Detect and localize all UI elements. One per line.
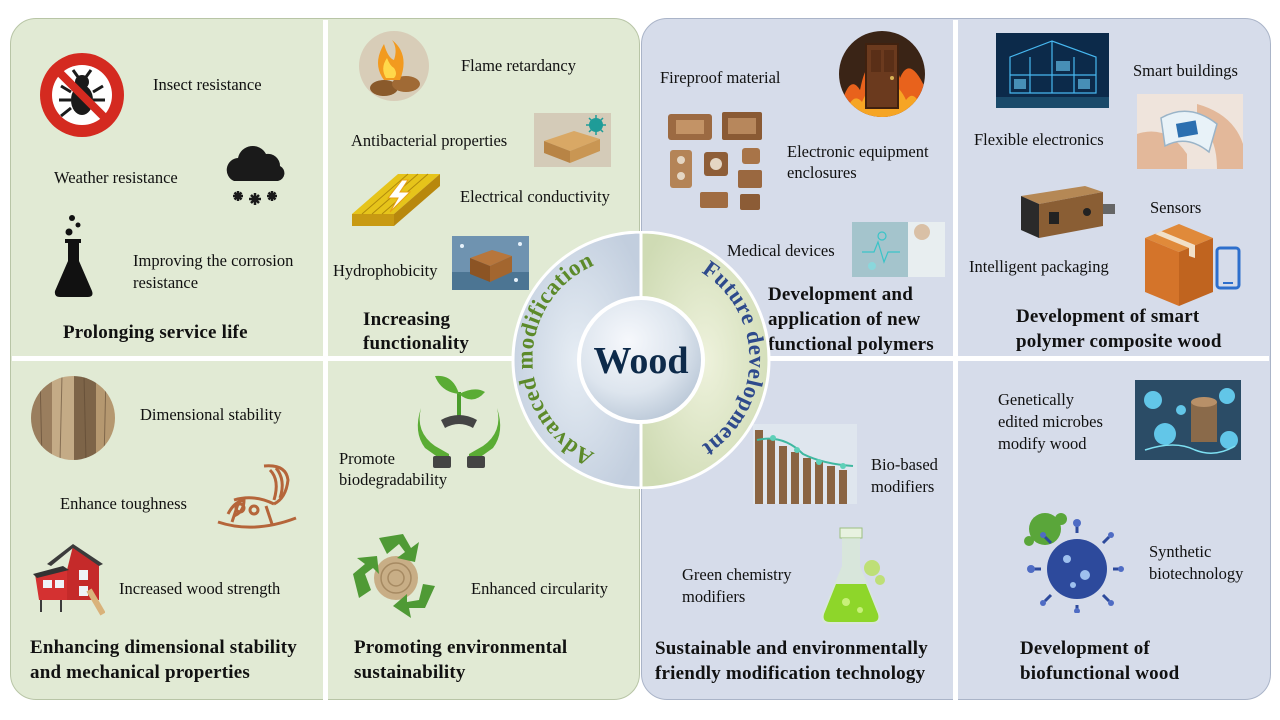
- synthetic-biotechnology-label-line1: Synthetic: [1149, 542, 1212, 561]
- virus-icon: [1015, 505, 1125, 613]
- smart-buildings-label: Smart buildings: [1133, 61, 1238, 80]
- electrical-conductivity-icon: [350, 170, 442, 230]
- functional-polymers-heading-line2: application of new: [768, 309, 921, 330]
- seedling-hands-icon: [413, 372, 505, 472]
- wood-sensor-image: [1015, 180, 1115, 240]
- bio-based-modifiers-image: [753, 424, 857, 504]
- genetically-edited-label-line3: modify wood: [998, 434, 1087, 453]
- fireproof-door-image: [838, 30, 926, 118]
- functional-polymers-heading-line3: functional polymers: [768, 334, 934, 355]
- flask-icon: [52, 213, 96, 299]
- left-horizontal-divider: [12, 356, 638, 361]
- insect-resistance-icon: [37, 50, 127, 140]
- right-horizontal-divider: [643, 356, 1269, 361]
- genetically-edited-label-line1: Genetically: [998, 390, 1075, 409]
- microbes-wood-image: [1135, 380, 1241, 460]
- wood-planks-image: [30, 375, 116, 461]
- medical-devices-image: [852, 222, 945, 277]
- red-house-icon: [33, 540, 105, 618]
- corrosion-resistance-label-line1: Improving the corrosion: [133, 251, 294, 270]
- promote-label: Promote: [339, 449, 395, 468]
- sustainable-technology-heading-line1: Sustainable and environmentally: [655, 638, 928, 659]
- package-box-icon: [1143, 222, 1243, 308]
- antibacterial-label: Antibacterial properties: [351, 131, 508, 150]
- green-chemistry-label-line2: modifiers: [682, 587, 746, 606]
- dimensional-stability-heading-line1: Enhancing dimensional stability: [30, 637, 297, 658]
- electrical-conductivity-label: Electrical conductivity: [460, 187, 610, 206]
- sensors-label: Sensors: [1150, 198, 1202, 217]
- smart-composite-heading-line2: polymer composite wood: [1016, 331, 1222, 352]
- electronic-equipment-label-line1: Electronic equipment: [787, 142, 929, 161]
- prolonging-service-life-heading: Prolonging service life: [63, 322, 248, 343]
- wood-title: Wood: [593, 340, 688, 382]
- weather-resistance-label: Weather resistance: [54, 168, 178, 187]
- dimensional-stability-heading-line2: and mechanical properties: [30, 662, 250, 683]
- increasing-functionality-heading-line2: functionality: [363, 333, 470, 354]
- flexible-electronics-label: Flexible electronics: [974, 130, 1104, 149]
- electronic-equipment-label-line2: enclosures: [787, 163, 857, 182]
- sustainable-technology-heading-line2: friendly modification technology: [655, 663, 926, 684]
- enhanced-circularity-label: Enhanced circularity: [471, 579, 608, 598]
- smart-composite-heading-line1: Development of smart: [1016, 306, 1200, 327]
- green-chemistry-label-line1: Green chemistry: [682, 565, 792, 584]
- rocking-chair-icon: [214, 460, 300, 532]
- hydrophobicity-label: Hydrophobicity: [333, 261, 438, 280]
- antibacterial-wood-image: [534, 113, 611, 167]
- dimensional-stability-label: Dimensional stability: [140, 405, 282, 424]
- wooden-enclosures-image: [664, 108, 776, 214]
- biodegradability-label: biodegradability: [339, 470, 448, 489]
- bio-based-label-line1: Bio-based: [871, 455, 938, 474]
- flame-wood-icon: [358, 30, 430, 102]
- increasing-functionality-heading-line1: Increasing: [363, 309, 451, 330]
- biofunctional-wood-heading-line2: biofunctional wood: [1020, 663, 1180, 684]
- green-flask-icon: [816, 524, 886, 630]
- flexible-electronics-image: [1137, 94, 1243, 169]
- environmental-sustainability-heading-line1: Promoting environmental: [354, 637, 568, 658]
- medical-devices-label: Medical devices: [727, 241, 835, 260]
- intelligent-packaging-label: Intelligent packaging: [969, 257, 1109, 276]
- functional-polymers-heading-line1: Development and: [768, 284, 913, 305]
- recycle-icon: [349, 528, 443, 620]
- genetically-edited-label-line2: edited microbes: [998, 412, 1103, 431]
- synthetic-biotechnology-label-line2: biotechnology: [1149, 564, 1244, 583]
- wood-center-emblem: Advanced modification Future development…: [510, 231, 772, 489]
- snow-cloud-icon: [220, 145, 290, 209]
- environmental-sustainability-heading-line2: sustainability: [354, 662, 466, 683]
- flame-retardancy-label: Flame retardancy: [461, 56, 576, 75]
- insect-resistance-label: Insect resistance: [153, 75, 262, 94]
- increased-wood-strength-label: Increased wood strength: [119, 579, 281, 598]
- center-emblem-svg: Advanced modification Future development…: [511, 231, 771, 489]
- bio-based-label-line2: modifiers: [871, 477, 935, 496]
- smart-buildings-image: [996, 33, 1109, 108]
- enhance-toughness-label: Enhance toughness: [60, 494, 187, 513]
- fireproof-material-label: Fireproof material: [660, 68, 781, 87]
- hydrophobic-wood-image: [452, 236, 529, 290]
- biofunctional-wood-heading-line1: Development of: [1020, 638, 1150, 659]
- corrosion-resistance-label-line2: resistance: [133, 273, 199, 292]
